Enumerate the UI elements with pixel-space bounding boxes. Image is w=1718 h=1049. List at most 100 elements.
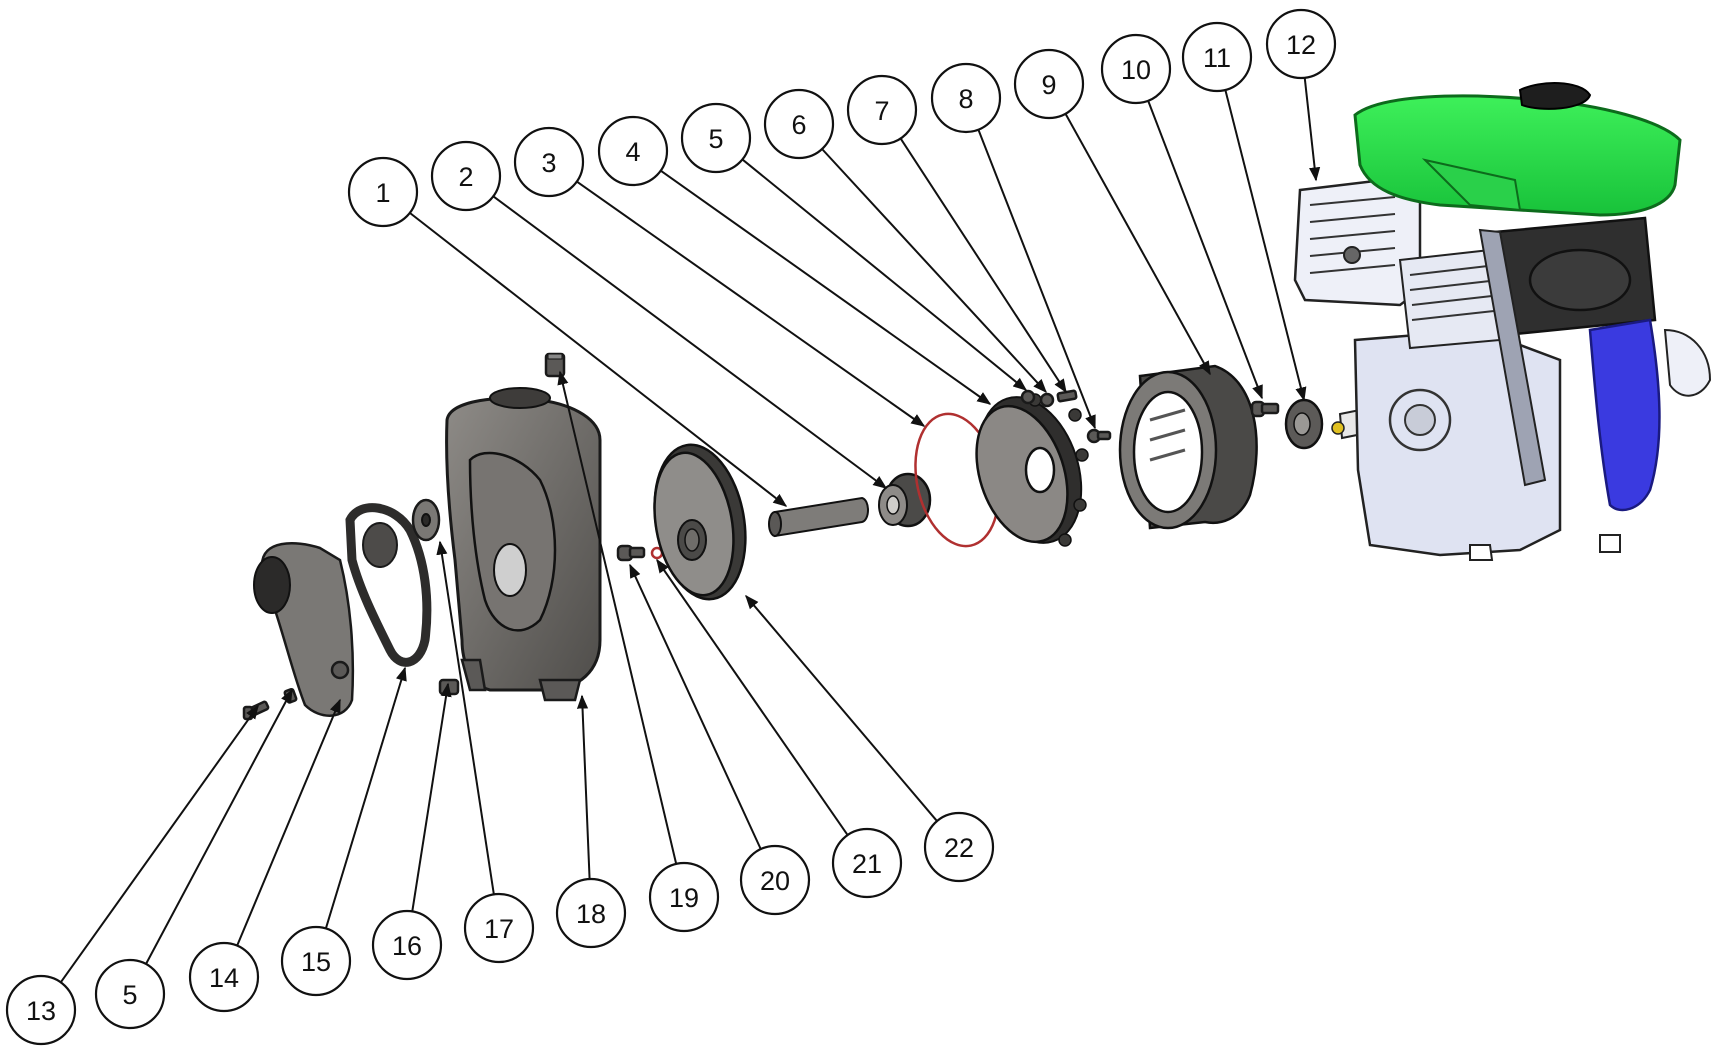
part-pump-casing bbox=[445, 387, 602, 702]
balloon-label: 4 bbox=[625, 137, 640, 167]
balloon-label: 6 bbox=[791, 110, 806, 140]
leader-line-b18 bbox=[576, 694, 591, 880]
balloon-circle bbox=[1013, 48, 1085, 120]
balloon-b12: 12 bbox=[1265, 8, 1337, 80]
balloon-b20: 20 bbox=[739, 844, 811, 916]
part-nut-5 bbox=[1020, 389, 1036, 405]
part-fill-plug bbox=[544, 352, 566, 378]
balloon-label: 11 bbox=[1203, 43, 1231, 73]
balloon-b16: 16 bbox=[371, 909, 443, 981]
balloon-circle bbox=[513, 126, 585, 198]
leader-line-b15 bbox=[324, 666, 407, 929]
part-bolt-13 bbox=[242, 700, 270, 721]
balloon-label: 10 bbox=[1121, 55, 1151, 85]
balloon-b6: 6 bbox=[763, 88, 835, 160]
leader-lines bbox=[59, 77, 1321, 983]
leader-line-b1 bbox=[409, 212, 788, 507]
leader-line-b4 bbox=[660, 169, 992, 405]
part-bolt-10 bbox=[1250, 400, 1280, 418]
balloon-b9: 9 bbox=[1013, 48, 1085, 120]
leader-line-b19 bbox=[557, 370, 678, 865]
balloon-label: 7 bbox=[874, 96, 889, 126]
part-impeller bbox=[653, 443, 747, 601]
leader-line-b20 bbox=[629, 563, 762, 850]
balloon-label: 8 bbox=[958, 84, 973, 114]
balloon-label: 17 bbox=[484, 914, 514, 944]
balloon-label: 15 bbox=[301, 947, 331, 977]
part-engine bbox=[1293, 82, 1712, 561]
leader-line-b6 bbox=[821, 148, 1047, 394]
balloon-circle bbox=[347, 156, 419, 228]
balloon-b1: 1 bbox=[347, 156, 419, 228]
balloon-circle bbox=[280, 925, 352, 997]
balloon-b10: 10 bbox=[1100, 33, 1172, 105]
leader-line-b14 bbox=[236, 698, 341, 947]
leader-line-b8 bbox=[977, 129, 1096, 430]
balloon-b4: 4 bbox=[597, 115, 669, 187]
balloon-circle bbox=[923, 811, 995, 883]
part-seal-plate bbox=[975, 393, 1089, 547]
balloon-b5: 5 bbox=[680, 102, 752, 174]
part-impeller-bolt bbox=[616, 544, 646, 562]
leader-line-b9 bbox=[1064, 113, 1211, 376]
part-bolt-7 bbox=[1056, 389, 1078, 403]
balloon-circle bbox=[5, 974, 77, 1046]
balloon-b11: 11 bbox=[1181, 21, 1253, 93]
balloon-circle bbox=[831, 827, 903, 899]
leader-line-b22 bbox=[745, 594, 938, 822]
balloon-b15: 15 bbox=[280, 925, 352, 997]
part-shaft-collar bbox=[1284, 398, 1324, 450]
balloon-label: 21 bbox=[852, 849, 882, 879]
balloon-circle bbox=[94, 958, 166, 1030]
leader-line-b10 bbox=[1147, 100, 1263, 400]
balloon-circle bbox=[648, 861, 720, 933]
leader-line-b16 bbox=[411, 682, 452, 912]
balloon-b21: 21 bbox=[831, 827, 903, 899]
balloon-label: 13 bbox=[26, 996, 56, 1026]
balloon-b8: 8 bbox=[930, 62, 1002, 134]
balloon-b3: 3 bbox=[513, 126, 585, 198]
part-shaft-sleeve bbox=[768, 496, 869, 538]
balloon-label: 14 bbox=[209, 963, 239, 993]
part-bolt-8 bbox=[1086, 428, 1112, 444]
leader-line-b5b bbox=[145, 688, 293, 965]
balloon-circle bbox=[846, 74, 918, 146]
balloon-label: 22 bbox=[944, 833, 974, 863]
balloon-label: 1 bbox=[375, 178, 390, 208]
leader-line-b12 bbox=[1303, 77, 1321, 182]
leader-line-b2 bbox=[492, 195, 888, 489]
part-drain-plug bbox=[438, 678, 460, 696]
balloon-circle bbox=[371, 909, 443, 981]
balloon-label: 3 bbox=[541, 148, 556, 178]
part-flange-gasket bbox=[345, 503, 432, 667]
balloon-circle bbox=[463, 892, 535, 964]
balloon-label: 12 bbox=[1286, 30, 1316, 60]
part-suction-flange bbox=[253, 542, 355, 717]
leader-line-b3 bbox=[576, 180, 926, 427]
balloon-b5b: 5 bbox=[94, 958, 166, 1030]
leader-line-b7 bbox=[899, 137, 1067, 394]
balloon-label: 5 bbox=[122, 980, 137, 1010]
balloon-circle bbox=[930, 62, 1002, 134]
balloon-b2: 2 bbox=[430, 140, 502, 212]
balloon-b18: 18 bbox=[555, 877, 627, 949]
balloon-circle bbox=[763, 88, 835, 160]
balloon-label: 18 bbox=[576, 899, 606, 929]
balloon-b14: 14 bbox=[188, 941, 260, 1013]
balloon-label: 19 bbox=[669, 883, 699, 913]
balloon-circle bbox=[1181, 21, 1253, 93]
balloon-label: 20 bbox=[760, 866, 790, 896]
balloon-circle bbox=[597, 115, 669, 187]
balloon-b7: 7 bbox=[846, 74, 918, 146]
part-check-valve-flap bbox=[411, 498, 441, 542]
leader-line-b13 bbox=[59, 704, 259, 983]
balloon-b19: 19 bbox=[648, 861, 720, 933]
leader-line-b11 bbox=[1224, 89, 1307, 402]
balloon-circle bbox=[1100, 33, 1172, 105]
balloon-circle bbox=[430, 140, 502, 212]
part-adapter-bracket bbox=[1118, 364, 1258, 530]
part-mechanical-seal bbox=[878, 472, 932, 528]
balloon-circle bbox=[739, 844, 811, 916]
